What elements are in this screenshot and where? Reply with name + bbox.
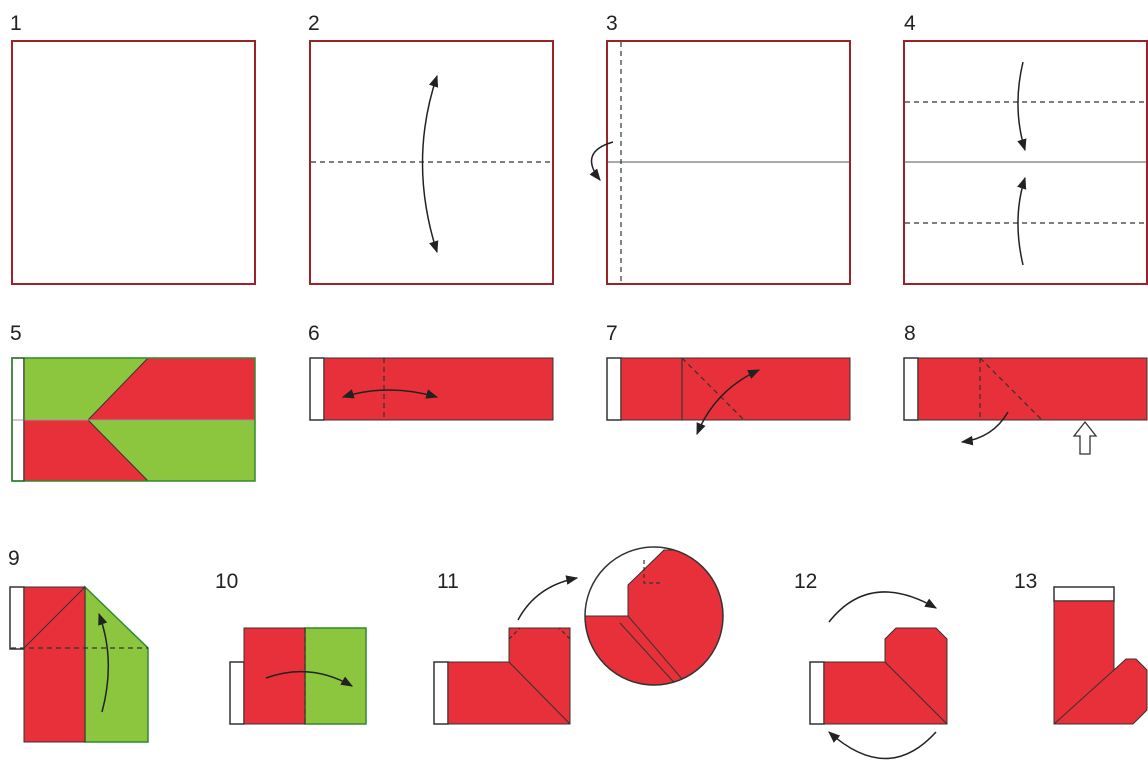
step-5-colored-strip xyxy=(12,358,255,481)
step-13-number: 13 xyxy=(1014,570,1037,593)
step-11-foot-shape xyxy=(434,578,577,724)
step-1-number: 1 xyxy=(10,12,22,35)
step-4-fold-to-center xyxy=(904,41,1147,284)
step-7-number: 7 xyxy=(606,322,618,345)
step-13-finished-stocking xyxy=(1054,587,1147,724)
step-4-number: 4 xyxy=(904,12,916,35)
step-6-strip xyxy=(310,358,553,420)
step-1-square xyxy=(12,41,255,284)
step-10-number: 10 xyxy=(215,570,238,593)
step-12-number: 12 xyxy=(794,570,817,593)
turn-over-arrow-top xyxy=(829,592,936,622)
step-9-fold-up xyxy=(10,587,148,742)
step-3-fold-edge xyxy=(592,41,850,284)
step-12-turn-over xyxy=(810,592,947,759)
step-11-number: 11 xyxy=(437,570,459,593)
step-2-fold-half xyxy=(310,41,553,284)
step-2-number: 2 xyxy=(308,12,320,35)
step-5-number: 5 xyxy=(10,322,22,345)
step-6-number: 6 xyxy=(308,322,320,345)
step-3-number: 3 xyxy=(606,12,618,35)
step-11-detail-circle xyxy=(580,547,730,700)
step-7-diagonal-fold xyxy=(607,358,850,434)
push-arrow xyxy=(1074,422,1096,454)
detail-arrow xyxy=(518,578,577,620)
step-9-number: 9 xyxy=(8,547,20,570)
step-8-inside-reverse-fold xyxy=(904,358,1147,454)
step-10-fold-over xyxy=(230,628,366,724)
turn-over-arrow-bottom xyxy=(829,732,936,759)
step-8-number: 8 xyxy=(904,322,916,345)
